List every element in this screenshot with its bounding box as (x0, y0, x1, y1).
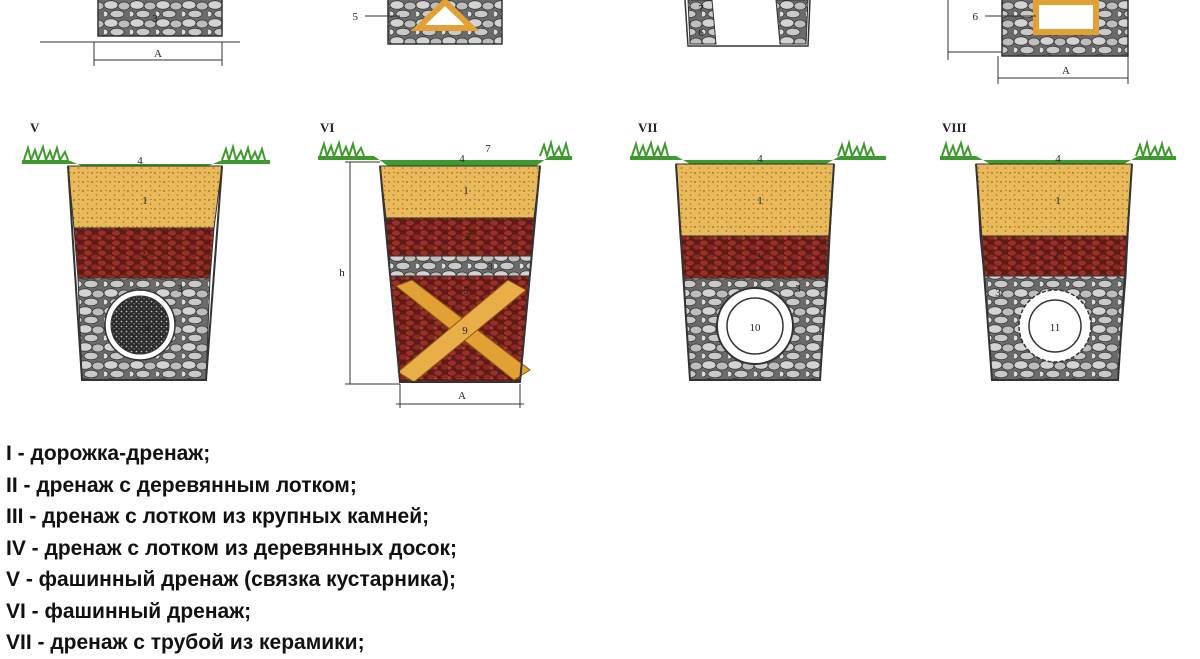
legend-item-iii: III - дренаж с лотком из крупных камней; (6, 505, 430, 528)
trench-viii: VIII 4 1 2 3 11 (940, 120, 1176, 381)
legend-list: I - дорожка-дренаж; II - дренаж с деревя… (6, 438, 457, 659)
panel-roman-vi: VI (320, 120, 334, 135)
label-pipe: 11 (1050, 322, 1061, 334)
trench-i-partial: 3 A (40, 0, 240, 66)
top-row-diagrams: 3 A 5 6 7 6 A (40, 0, 1129, 84)
trench-vii: VII 4 1 2 3 10 (630, 120, 886, 381)
dimension-h: h (339, 267, 345, 279)
label-5: 5 (353, 11, 359, 23)
label-3: 3 (487, 261, 493, 273)
label-5: 5 (463, 285, 469, 297)
label-pipe: 10 (750, 322, 762, 334)
dimension-a-left: A (154, 48, 162, 60)
label-7: 7 (485, 143, 491, 155)
label-4: 4 (137, 155, 143, 167)
panel-roman-v: V (30, 120, 40, 135)
label-3: 3 (995, 287, 1001, 299)
legend-item-vii: VII - дренаж с трубой из керамики; (6, 631, 365, 654)
label-4: 4 (459, 153, 465, 165)
legend-item-iv: IV - дренаж с лотком из деревянных досок… (6, 536, 458, 560)
panel-roman-viii: VIII (942, 120, 967, 135)
trench-iii-partial: 6 7 (684, 0, 811, 47)
dimension-a-right: A (1062, 65, 1070, 77)
legend-item-vi: VI - фашинный дренаж; (6, 599, 252, 623)
label-core: 8 (144, 322, 150, 334)
label-1: 1 (757, 195, 763, 207)
trench-ii-partial: 5 (353, 0, 503, 45)
label-9: 9 (462, 325, 468, 337)
drainage-diagram: 3 A 5 6 7 6 A (22, 0, 1176, 408)
label-1: 1 (1055, 195, 1061, 207)
label-3: 3 (177, 283, 183, 295)
panel-roman-vii: VII (638, 120, 658, 135)
label-1: 1 (142, 195, 148, 207)
label-1: 1 (463, 185, 469, 197)
label-6-stone: 6 (698, 27, 704, 39)
label-4: 4 (1055, 153, 1061, 165)
label-7-stone: 7 (698, 3, 704, 15)
dimension-a: A (458, 390, 466, 402)
label-3: 3 (152, 13, 158, 25)
legend-item-ii: II - дренаж с деревянным лотком; (6, 473, 357, 497)
legend-item-v: V - фашинный дренаж (связка кустарника); (6, 568, 457, 591)
label-4: 4 (757, 153, 763, 165)
label-2: 2 (755, 251, 761, 263)
label-2: 2 (140, 249, 146, 261)
trench-v: V 4 1 2 3 8 (22, 120, 270, 381)
trench-vi: VI h A 4 7 1 2 3 5 9 (318, 120, 572, 408)
label-6-board: 6 (973, 11, 979, 23)
legend-item-i: I - дорожка-дренаж; (6, 442, 211, 465)
label-2: 2 (1053, 249, 1059, 261)
trench-iv-partial: 6 A (947, 0, 1129, 84)
label-3: 3 (795, 283, 801, 295)
label-2: 2 (465, 231, 471, 243)
